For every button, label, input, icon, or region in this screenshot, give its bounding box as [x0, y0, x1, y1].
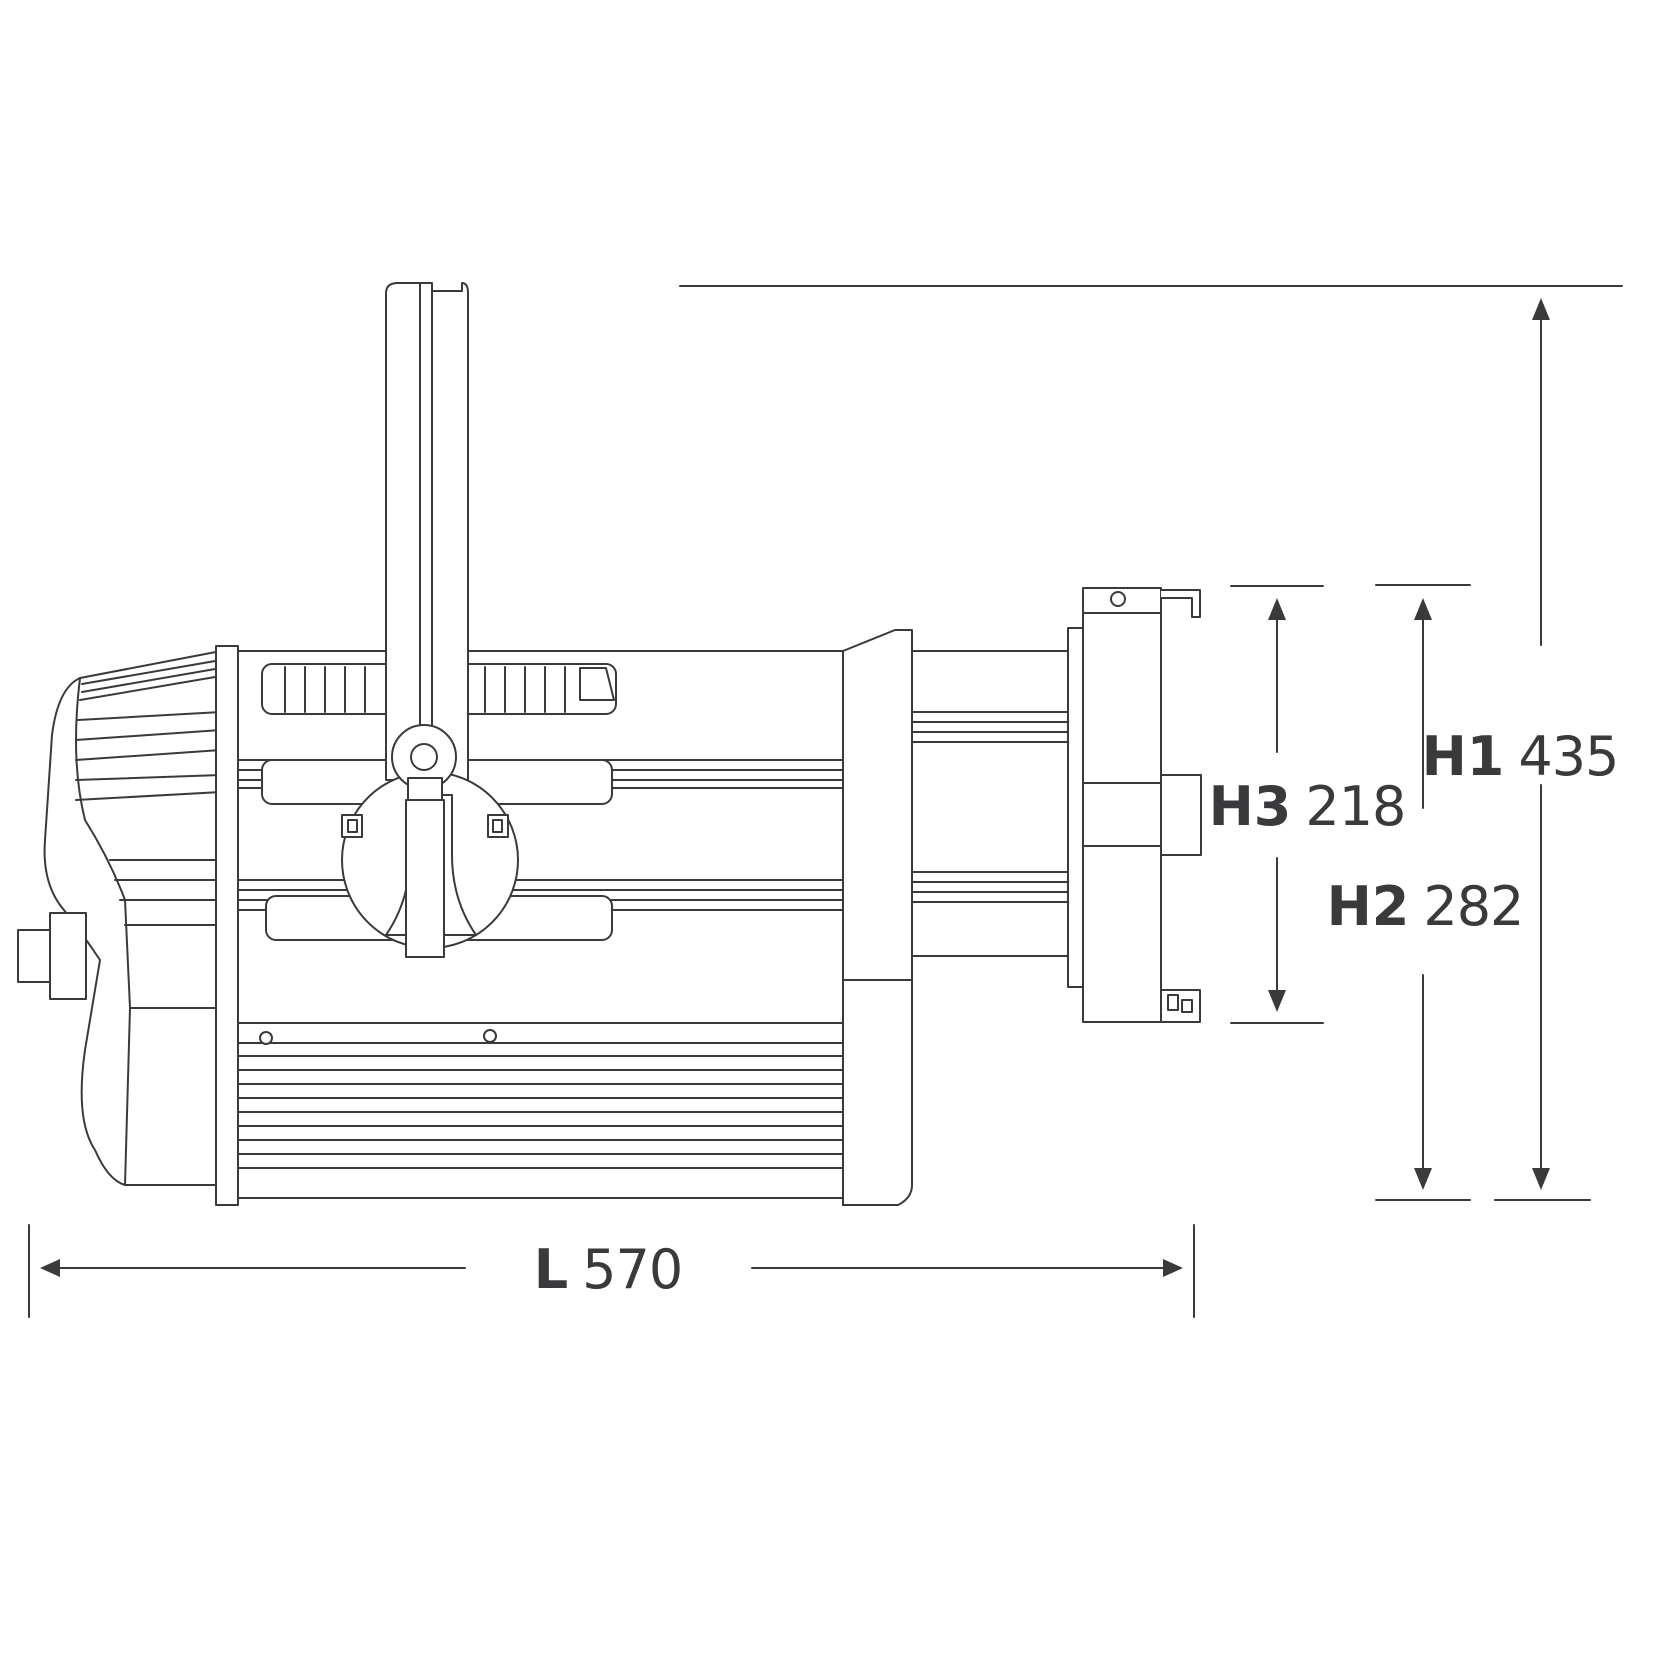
spotlight-body: [17, 282, 1202, 1206]
lens-tube: [911, 650, 1069, 957]
gel-frame-holder: [1067, 587, 1202, 1023]
front-bezel: [842, 629, 913, 1206]
h3-value: 218: [1305, 775, 1405, 838]
h2-label: H2: [1327, 875, 1410, 938]
h1-value: 435: [1518, 725, 1618, 788]
yoke-bracket: [341, 282, 519, 958]
length-value: 570: [582, 1238, 682, 1301]
length-label: L: [534, 1238, 568, 1301]
rear-housing: [17, 650, 222, 1186]
h1-label: H1: [1422, 725, 1505, 788]
h3-label: H3: [1209, 775, 1292, 838]
h2-value: 282: [1423, 875, 1523, 938]
rear-flange: [215, 645, 239, 1206]
